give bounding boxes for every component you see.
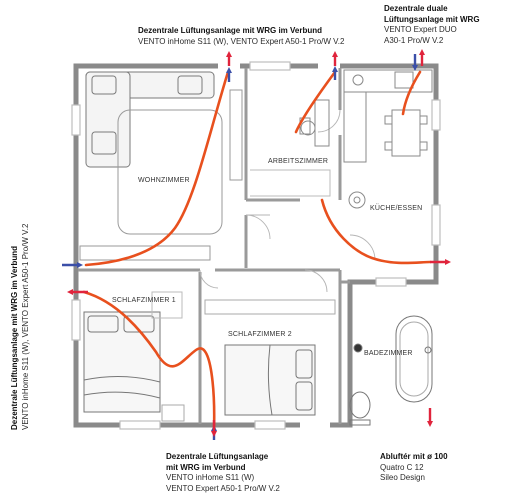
living-room-furniture [79,71,243,261]
annotation-bottom-center-title1: Dezentrale Lüftungsanlage [166,452,269,461]
annotation-left-title: Dezentrale Lüftungsanlage mit WRG im Ver… [10,245,19,430]
annotation-bottom-right-design: Sileo Design [380,473,425,482]
annotation-bottom-right-model: Quatro C 12 [380,462,424,472]
annotation-top-center: Dezentrale Lüftungsanlage mit WRG im Ver… [138,26,344,47]
annotation-top-center-models: VENTO inHome S11 (W), VENTO Expert A50-1… [138,36,345,46]
annotation-left-models: VENTO inHome S11 (W), VENTO Expert A50-1… [20,223,30,430]
annotation-top-center-title: Dezentrale Lüftungsanlage mit WRG im Ver… [138,26,323,35]
room-label-kueche: KÜCHE/ESSEN [370,205,423,212]
airflow-bedrooms [82,290,216,432]
airflow-living-room [84,70,230,267]
office-furniture [250,99,331,197]
doors [199,109,376,293]
room-label-arbeitszimmer: ARBEITSZIMMER [268,158,329,165]
kitchen-furniture [343,69,433,209]
annotation-top-right-model1: VENTO Expert DUO [384,25,457,34]
annotation-top-right-model2: A30-1 Pro/W V.2 [384,35,444,45]
annotation-bottom-center-model2: VENTO Expert A50-1 Pro/W V.2 [166,483,280,493]
annotation-bottom-right-title: Abluftér mit ø 100 [380,452,448,461]
room-label-badezimmer: BADEZIMMER [364,350,413,357]
bedroom2-furniture [204,299,336,416]
annotation-bottom-right: Abluftér mit ø 100 Quatro C 12 Sileo Des… [380,452,448,484]
annotation-bottom-center: Dezentrale Lüftungsanlage mit WRG im Ver… [166,452,280,494]
annotation-bottom-center-title2: mit WRG im Verbund [166,462,246,472]
annotation-top-right: Dezentrale duale Lüftungsanlage mit WRG … [384,4,480,46]
windows [71,61,441,430]
annotation-top-right-title2: Lüftungsanlage mit WRG [384,14,480,24]
annotation-top-right-title1: Dezentrale duale [384,4,448,13]
room-label-schlafzimmer2: SCHLAFZIMMER 2 [228,331,292,338]
room-label-schlafzimmer1: SCHLAFZIMMER 1 [112,297,176,304]
airflow-kitchen-top [401,70,422,116]
airflow-office [294,70,337,134]
airflow-kitchen-to-bath [320,198,432,265]
interior-walls [78,68,350,424]
bathroom-fixtures [349,315,433,426]
bedroom1-furniture [83,291,185,422]
airflow-paths [82,70,432,432]
ventilation-arrows [62,49,451,440]
annotation-bottom-center-model1: VENTO inHome S11 (W) [166,473,255,482]
room-label-wohnzimmer: WOHNZIMMER [138,177,190,184]
